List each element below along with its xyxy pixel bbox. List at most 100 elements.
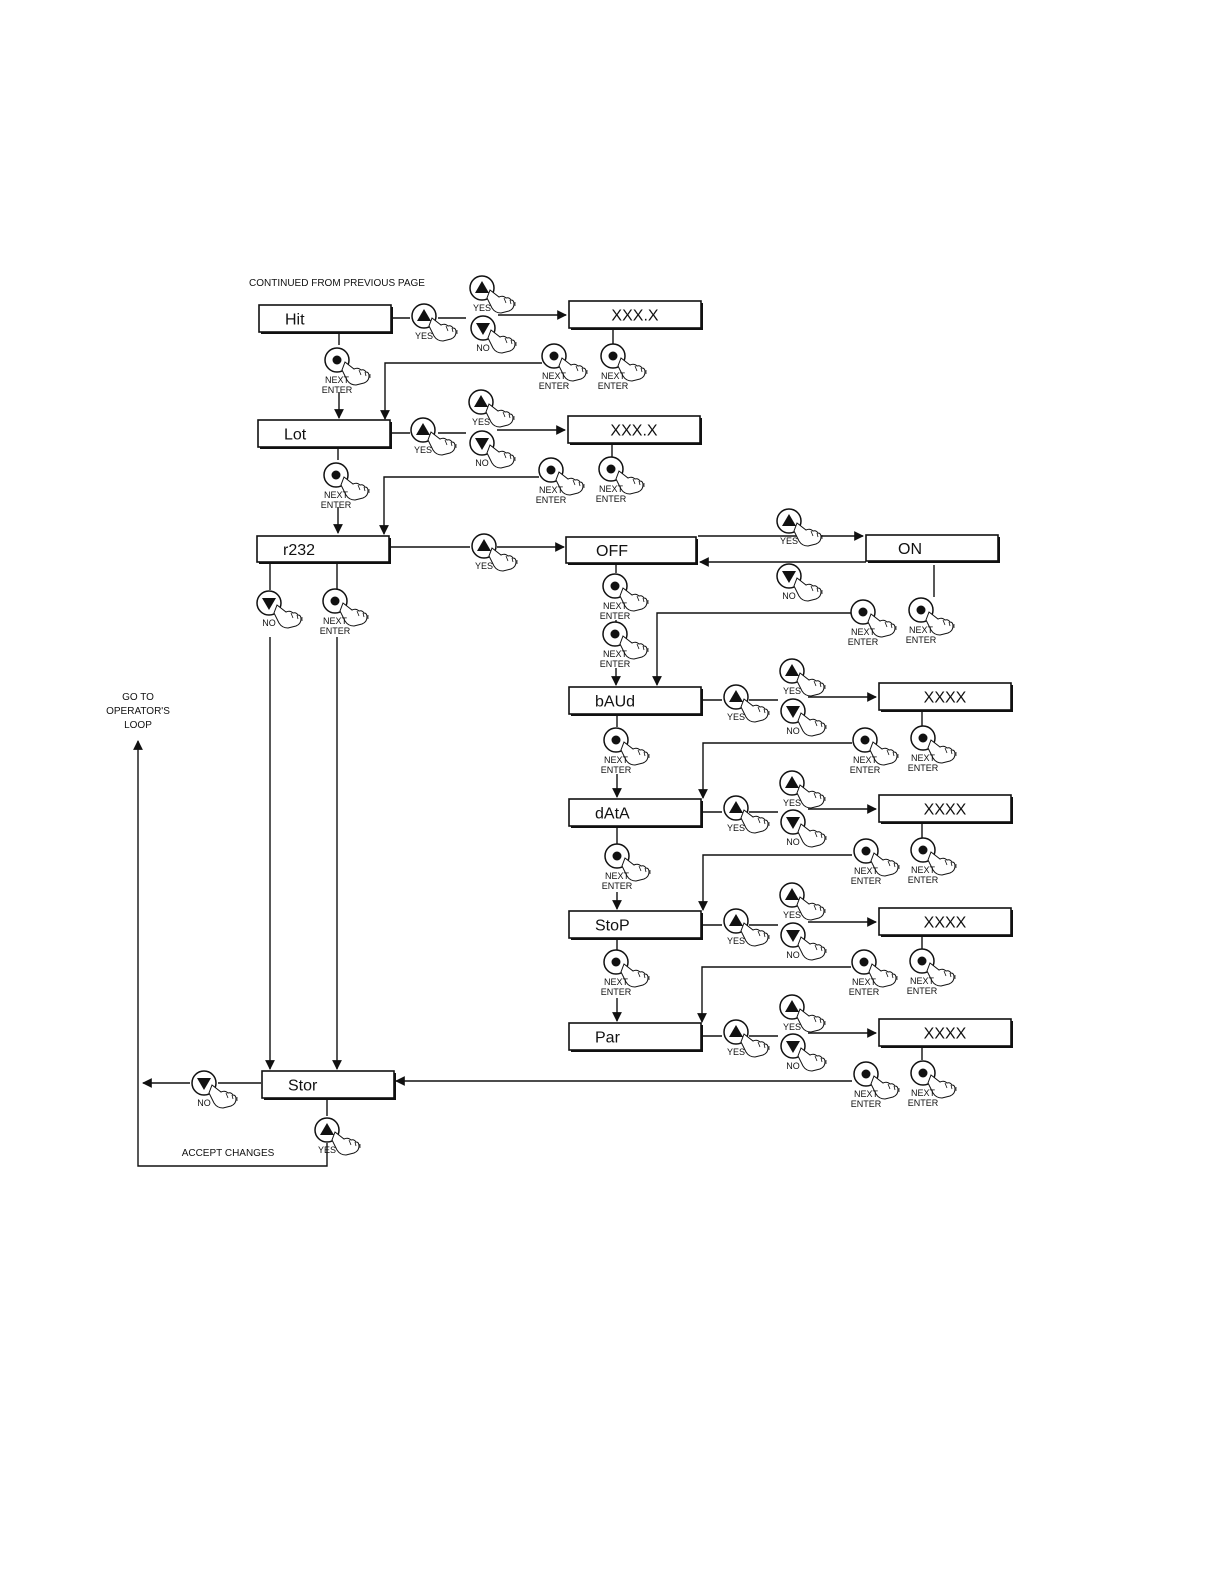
pointing-hand-icon <box>927 739 957 764</box>
pointing-hand-icon <box>487 329 517 354</box>
pointing-hand-icon <box>485 403 515 428</box>
enter-label: ENTER <box>851 876 882 886</box>
stor-no-button: NO <box>191 1070 238 1109</box>
data-yes-button: YES <box>723 795 770 834</box>
value-hit: XXX.X <box>568 300 703 330</box>
no-label: NO <box>475 458 489 468</box>
next-enter-button-icon <box>332 355 342 365</box>
pointing-hand-icon <box>926 962 956 987</box>
pointing-hand-icon <box>486 444 516 469</box>
enter-label: ENTER <box>600 611 631 621</box>
yes-label: YES <box>780 536 798 546</box>
stop-down-button: NO <box>780 922 827 961</box>
yes-label: YES <box>783 910 801 920</box>
no-label: NO <box>786 837 800 847</box>
yes-label: YES <box>473 303 491 313</box>
pointing-hand-icon <box>740 1033 770 1058</box>
pointing-hand-icon <box>797 936 827 961</box>
pointing-hand-icon <box>796 896 826 921</box>
pointing-hand-icon <box>797 823 827 848</box>
accept-changes-note: ACCEPT CHANGES <box>182 1148 275 1159</box>
enter-label: ENTER <box>536 495 567 505</box>
pointing-hand-icon <box>273 604 303 629</box>
menu-hit: Hit <box>258 304 393 334</box>
pointing-hand-icon <box>793 577 823 602</box>
pointing-hand-icon <box>427 431 457 456</box>
next-enter-button-icon <box>546 465 556 475</box>
menu-hit-label: Hit <box>285 312 305 329</box>
yes-label: YES <box>727 712 745 722</box>
enter-label: ENTER <box>908 875 939 885</box>
menu-r232: r232 <box>256 535 391 564</box>
no-label: NO <box>786 726 800 736</box>
enter-label: ENTER <box>320 626 351 636</box>
next-enter-button-icon <box>331 470 341 480</box>
next-enter-button-icon <box>611 957 621 967</box>
next-label: NEXT <box>539 485 564 495</box>
off-down-button: NO <box>776 563 823 602</box>
pointing-hand-icon <box>925 611 955 636</box>
pointing-hand-icon <box>621 857 651 882</box>
pointing-hand-icon <box>619 587 649 612</box>
value-par: XXXX <box>878 1018 1013 1048</box>
pointing-hand-icon <box>558 357 588 382</box>
next-label: NEXT <box>909 625 934 635</box>
value-baud-label: XXXX <box>924 690 967 707</box>
no-label: NO <box>262 618 276 628</box>
value-stop-label: XXXX <box>924 915 967 932</box>
next-label: NEXT <box>323 616 348 626</box>
next-label: NEXT <box>604 977 629 987</box>
value-on: ON <box>865 534 1000 563</box>
stor-yes-button: YES <box>314 1117 361 1156</box>
hit-up-button: YES <box>469 275 516 314</box>
up-arrow-button-icon <box>782 514 796 526</box>
next-enter-button-icon <box>916 605 926 615</box>
value-baud: XXXX <box>878 682 1013 712</box>
yes-label: YES <box>415 331 433 341</box>
next-label: NEXT <box>910 976 935 986</box>
no-label: NO <box>786 950 800 960</box>
next-label: NEXT <box>853 755 878 765</box>
next-enter-button-icon <box>549 351 559 361</box>
pointing-hand-icon <box>740 922 770 947</box>
down-arrow-button-icon <box>786 706 800 718</box>
on-up-button: YES <box>776 508 823 547</box>
menu-data-label: dAtA <box>595 806 630 823</box>
pointing-hand-icon <box>927 851 957 876</box>
down-arrow-button-icon <box>262 598 276 610</box>
value-lot-label: XXX.X <box>610 423 657 440</box>
down-arrow-button-icon <box>475 438 489 450</box>
next-enter-button-icon <box>861 846 871 856</box>
enter-label: ENTER <box>321 500 352 510</box>
no-label: NO <box>197 1098 211 1108</box>
connector-lines <box>133 310 935 1167</box>
connector-line <box>698 742 852 799</box>
next-enter-button-icon <box>859 957 869 967</box>
baud-down-button: NO <box>780 698 827 737</box>
data-down-button: NO <box>780 809 827 848</box>
next-enter-button-icon <box>860 735 870 745</box>
enter-label: ENTER <box>600 659 631 669</box>
lot-yes-button: YES <box>410 417 457 456</box>
menu-r232-label: r232 <box>283 542 315 559</box>
pointing-hand-icon <box>339 602 369 627</box>
lot-down-button: NO <box>469 430 516 469</box>
menu-lot-label: Lot <box>284 427 307 444</box>
lot-up-button: YES <box>468 389 515 428</box>
up-arrow-button-icon <box>785 776 799 788</box>
up-arrow-button-icon <box>729 690 743 702</box>
data-up-button: YES <box>779 770 826 809</box>
up-arrow-button-icon <box>785 1000 799 1012</box>
up-arrow-button-icon <box>729 1025 743 1037</box>
